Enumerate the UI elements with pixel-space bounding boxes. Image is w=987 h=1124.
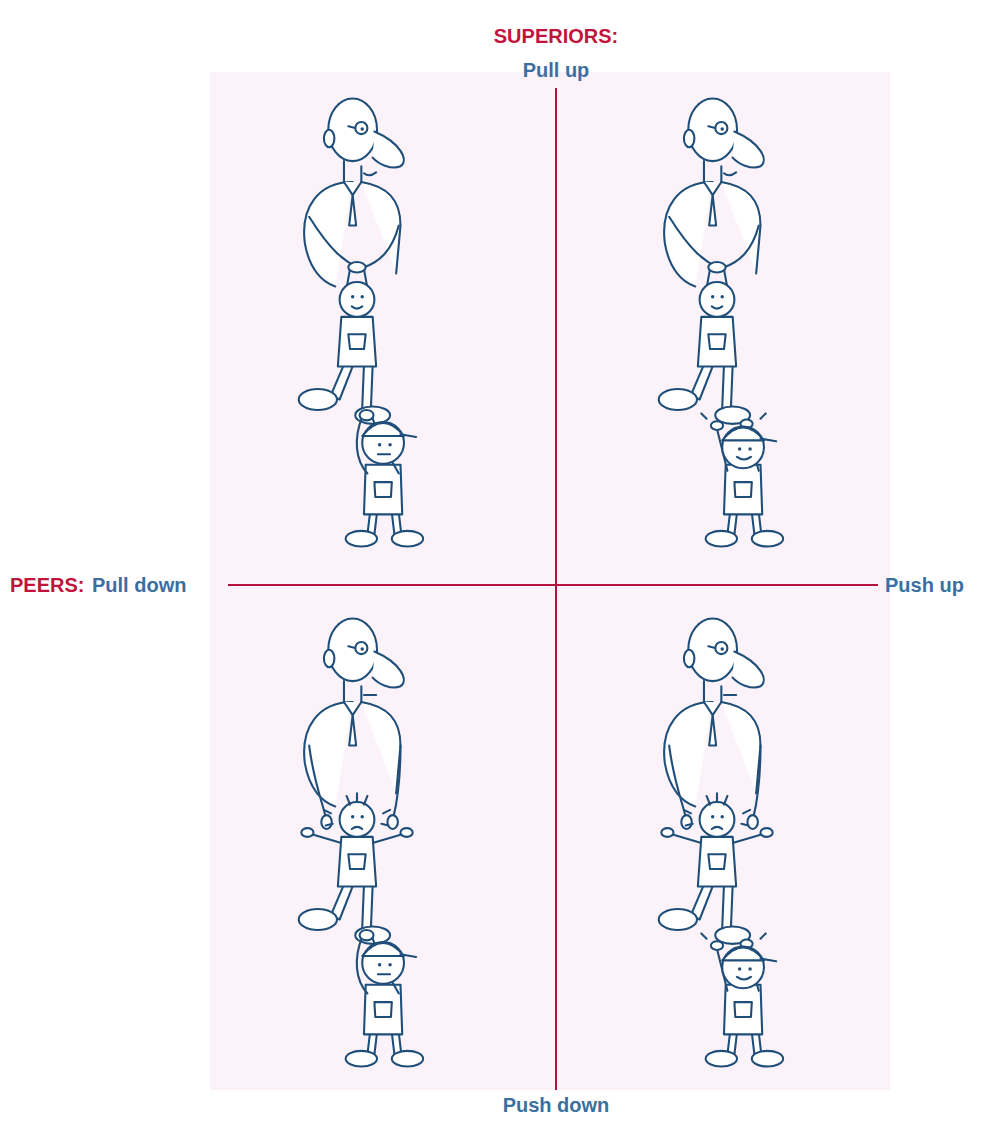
axis-label: Pull up [523,58,590,82]
figure-push-pull [299,618,423,1066]
figure-pull-push [659,98,783,546]
axis-label: Pull down [92,573,186,597]
axis-heading: SUPERIORS: [494,24,618,48]
axis-heading: PEERS: [10,573,84,597]
axis-label: Push up [885,573,964,597]
axis-label: Push down [503,1093,610,1117]
vertical-axis [555,88,557,1090]
panel-ground [210,72,890,1090]
horizontal-axis [228,584,878,586]
figure-push-push [659,618,783,1066]
figure-pull-pull [299,98,423,546]
